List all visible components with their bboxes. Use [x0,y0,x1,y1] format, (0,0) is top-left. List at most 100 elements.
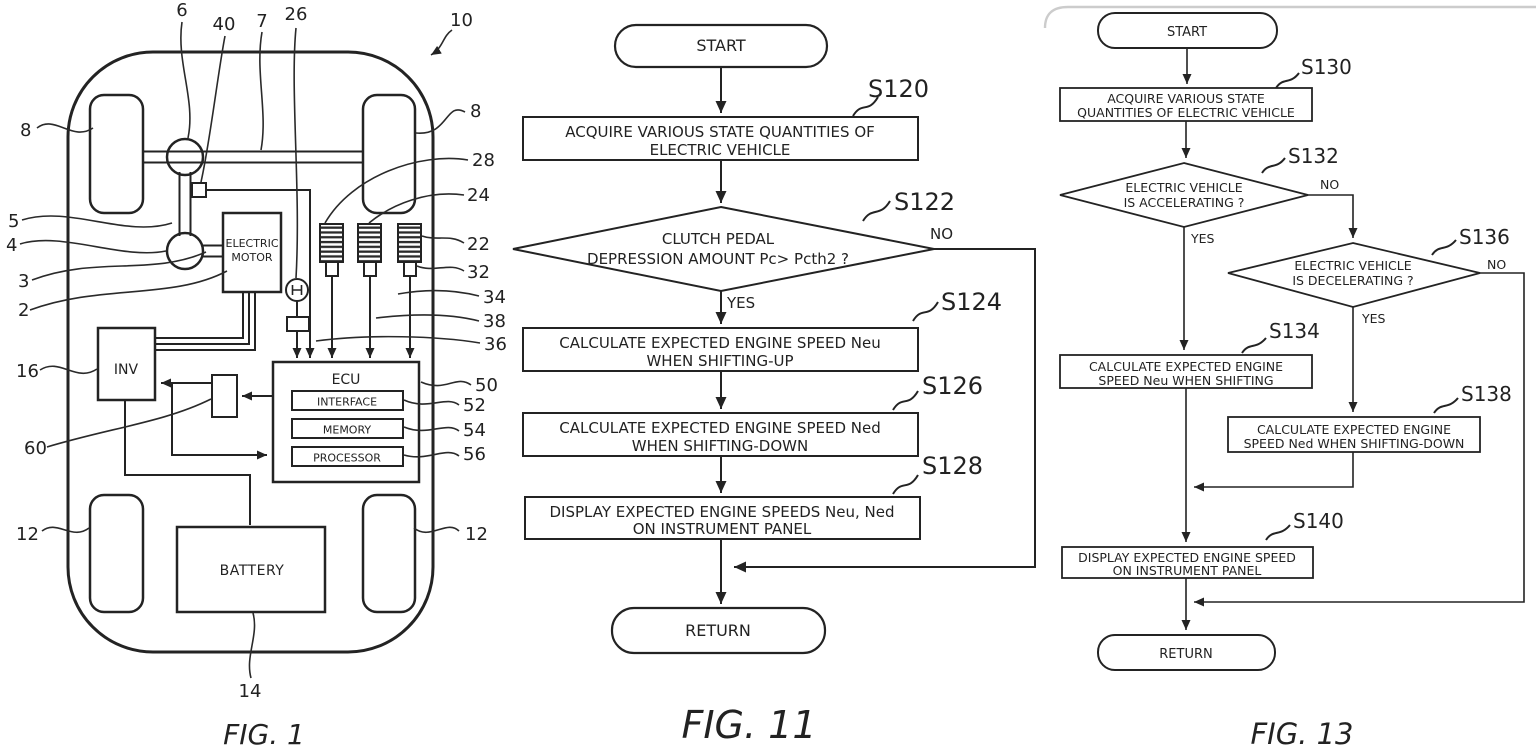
inverter-to-battery-line [124,400,251,525]
battery-label: BATTERY [220,563,285,579]
leader-line [293,27,299,279]
fig11-flowchart: START ACQUIRE VARIOUS STATE QUANTITIES O… [512,23,1036,747]
fig13-no2-path [1194,272,1525,607]
ref10-arrow [430,29,453,56]
leader-line [421,235,465,244]
step-label-squiggle [1275,72,1300,89]
pedal-connector-3 [403,261,417,277]
leader-line [31,251,207,281]
fig13-s130-line2: QUANTITIES OF ELECTRIC VEHICLE [1077,105,1295,120]
fig13-step-s134-box [1059,354,1313,389]
leader-line [403,426,460,432]
ref-label-34: 34 [483,287,506,308]
step-label-squiggle [892,474,919,495]
electric-motor-box [221,211,283,294]
fig11-s122-id: S122 [894,188,955,216]
leader-line [403,399,460,406]
inverter-to-ecu-line [171,383,267,460]
ref-label-14: 14 [239,681,262,702]
fig11-yes-label: YES [726,294,755,312]
wheel-front-left [88,93,145,215]
processor-box [291,446,404,467]
ref-label-56: 56 [463,444,486,465]
step-label-squiggle [852,96,879,117]
leader-line [416,265,465,272]
fig11-no-path [734,248,1036,573]
ref-label-54: 54 [463,420,486,441]
ref-label-3: 3 [18,271,29,292]
fig13-yes1-label: YES [1190,231,1215,246]
fig13-s138-id: S138 [1461,382,1512,406]
fig13-no2-label: NO [1487,257,1506,272]
pedal-connector-1 [325,261,339,277]
motor-shaft [201,244,223,258]
fig13-s134-id: S134 [1269,319,1320,343]
shaft-sensor-wire [206,189,315,358]
fig11-s124-id: S124 [941,288,1002,316]
ref-label-6: 6 [176,0,187,21]
fig11-start-label: START [696,36,746,55]
step-label-squiggle [892,390,919,411]
fig11-s128-line2: ON INSTRUMENT PANEL [633,520,812,538]
ref-label-26: 26 [285,4,308,25]
memory-box [291,418,404,439]
shift-position-box [286,316,310,332]
fig13-s136-line2: IS DECELERATING ? [1292,273,1413,288]
fig13-s136-line1: ELECTRIC VEHICLE [1294,258,1411,273]
fig13-s140-id: S140 [1293,509,1344,533]
drive-shaft [178,172,192,236]
step-label-squiggle [912,301,939,322]
step-label-squiggle [1433,397,1459,414]
leader-line [19,239,167,254]
fig1-vehicle-schematic: ELECTRIC MOTOR INV ECU INTERFACE MEMORY … [6,0,507,749]
step-label-squiggle [1241,337,1267,354]
fig11-s128-line1: DISPLAY EXPECTED ENGINE SPEEDS Neu, Ned [549,503,894,521]
leader-line [375,314,480,322]
fig13-s140-line2: ON INSTRUMENT PANEL [1113,563,1262,578]
ref-label-28: 28 [472,150,495,171]
fig11-step-s128-box [524,496,921,540]
ref-label-4: 4 [6,235,17,256]
leader-line [39,365,98,375]
fig13-s136-id: S136 [1459,225,1510,249]
fig11-s122-line2: DEPRESSION AMOUNT Pc> Pcth2 ? [587,250,849,268]
pedal-sensor-1 [319,223,344,263]
fig13-return-node [1097,634,1276,671]
leader-line [180,21,191,139]
fig13-s130-id: S130 [1301,55,1352,79]
leader-line [259,31,264,151]
interface-box [291,390,404,411]
fig11-step-s126-box [522,412,919,457]
fig11-s120-id: S120 [868,75,929,103]
battery-box [175,525,327,614]
wheel-rear-right [361,493,417,614]
ref-label-5: 5 [8,211,19,232]
fig11-s120-line1: ACQUIRE VARIOUS STATE QUANTITIES OF [565,123,875,141]
fig13-s134-line1: CALCULATE EXPECTED ENGINE [1089,359,1283,374]
memory-label: MEMORY [323,424,372,437]
fig13-s132-line2: IS ACCELERATING ? [1124,195,1245,210]
ref-label-32: 32 [467,262,490,283]
motor-cable-line2 [156,292,250,345]
ref-label-40: 40 [213,14,236,35]
leader-line [41,526,90,534]
ref-label-52: 52 [463,395,486,416]
fig11-step-s120-box [522,116,919,161]
fig11-s126-line2: WHEN SHIFTING-DOWN [632,437,808,455]
ecu-label: ECU [332,372,361,388]
step-label-squiggle [1431,239,1457,256]
fig13-start-label: START [1167,25,1207,40]
page-edge-artifact [1043,5,1536,29]
fig11-s124-line1: CALCULATE EXPECTED ENGINE SPEED Neu [559,334,880,352]
front-axle [143,150,363,164]
inverter-label: INV [114,362,139,378]
leader-line [368,193,465,224]
fig11-s126-line1: CALCULATE EXPECTED ENGINE SPEED Ned [559,419,880,437]
fig13-step-s138-box [1227,416,1481,453]
ref-label-16: 16 [16,361,39,382]
leader-line [403,451,460,458]
fig13-no1-path [1308,194,1358,238]
ref-label-12-left: 12 [16,524,39,545]
fig11-s128-id: S128 [922,452,983,480]
